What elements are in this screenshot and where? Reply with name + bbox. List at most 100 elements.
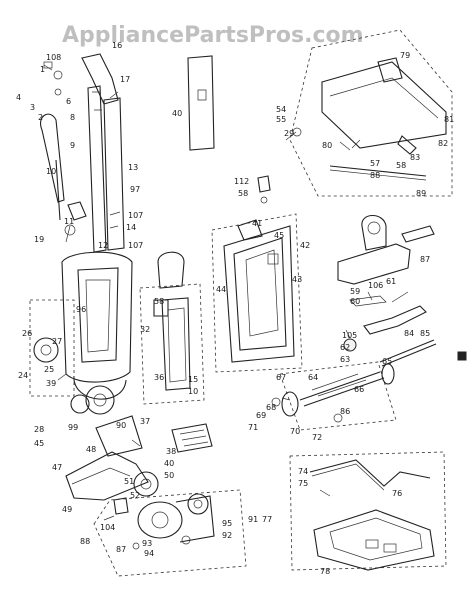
callout-label: 58 [396,161,406,170]
callout-label: 112 [234,177,249,186]
callout-label: 13 [128,163,138,172]
callout-label: 1 [40,65,45,74]
callout-label: 4 [16,93,21,102]
callout-label: 61 [386,277,396,286]
callout-label: 58 [154,297,164,306]
exhaust-filter [171,423,213,453]
callout-label: 93 [142,539,152,548]
base-plate-assembly [289,451,447,571]
callout-label: 40 [172,109,182,118]
callout-label: 55 [276,115,286,124]
callout-label: 11 [64,217,74,226]
callout-label: 37 [140,417,150,426]
callout-label: 19 [34,235,44,244]
callout-label: 24 [18,371,28,380]
callout-label: 42 [300,241,310,250]
callout-label: 107 [128,211,143,220]
back-panel [187,55,215,151]
callout-label: 70 [290,427,300,436]
callout-label: 95 [222,519,232,528]
callout-label: 41 [252,219,262,228]
callout-label: 43 [292,275,302,284]
callout-label: 71 [248,423,258,432]
callout-label: 6 [66,97,71,106]
callout-label: 66 [354,385,364,394]
nozzle-assembly [65,415,159,515]
callout-label: 106 [368,281,383,290]
callout-label: 16 [112,41,122,50]
callout-label: 89 [416,189,426,198]
callout-label: 82 [438,139,448,148]
callout-label: 12 [98,241,108,250]
callout-label: 79 [400,51,410,60]
callout-label: 36 [154,373,164,382]
callout-label: 29 [284,129,294,138]
callout-label: 62 [340,343,350,352]
part-number-labels: 108 16 1 17 4 3 2 6 8 9 10 13 97 107 14 … [16,41,454,576]
callout-label: 10 [188,387,198,396]
callout-label: 58 [238,189,248,198]
callout-label: 45 [274,231,284,240]
callout-label: 65 [382,357,392,366]
callout-label: 9 [70,141,75,150]
callout-label: 32 [140,325,150,334]
callout-label: 99 [68,423,78,432]
callout-label: 105 [342,331,357,340]
motor-assembly [93,489,247,577]
callout-label: 63 [340,355,350,364]
callout-label: 28 [34,425,44,434]
callout-label: 87 [116,545,126,554]
callout-label: 25 [44,365,54,374]
callout-label: 40 [164,459,174,468]
callout-label: 91 [248,515,258,524]
callout-label: 68 [266,403,276,412]
callout-label: 54 [276,105,286,114]
callout-label: 26 [22,329,32,338]
callout-label: 39 [46,379,56,388]
callout-label: 45 [34,439,44,448]
callout-label: 57 [370,159,380,168]
callout-label: 52 [130,491,140,500]
callout-label: 2 [38,113,43,122]
callout-label: 17 [120,75,130,84]
callout-label: 87 [420,255,430,264]
callout-label: 47 [52,463,62,472]
callout-label: 92 [222,531,232,540]
callout-label: 51 [124,477,134,486]
callout-label: 80 [322,141,332,150]
leader-lines [43,64,373,521]
callout-label: 3 [30,103,35,112]
callout-label: 8 [70,113,75,122]
callout-label: 97 [130,185,140,194]
callout-label: 59 [350,287,360,296]
callout-label: 67 [276,373,286,382]
callout-label: 60 [350,297,360,306]
callout-label: 104 [100,523,115,532]
callout-label: 38 [166,447,176,456]
callout-label: 96 [76,305,86,314]
callout-label: 77 [262,515,272,524]
callout-label: 49 [62,505,72,514]
callout-label: 90 [116,421,126,430]
main-body-assembly [29,251,133,415]
callout-label: 84 [404,329,414,338]
callout-label: 81 [444,115,454,124]
bag-housing-assembly [211,213,303,373]
callout-label: 27 [52,337,62,346]
agitator-assembly [271,361,397,431]
rear-pivot-assembly [337,214,467,367]
filter-housing [139,251,205,405]
hood-assembly [289,29,453,197]
callout-label: 14 [126,223,136,232]
callout-label: 15 [188,375,198,384]
callout-label: 88 [80,537,90,546]
callout-label: 74 [298,467,308,476]
callout-label: 69 [256,411,266,420]
callout-label: 75 [298,479,308,488]
callout-label: 48 [86,445,96,454]
callout-label: 64 [308,373,318,382]
callout-label: 88 [370,171,380,180]
callout-label: 108 [46,53,61,62]
callout-label: 44 [216,285,226,294]
callout-label: 85 [420,329,430,338]
